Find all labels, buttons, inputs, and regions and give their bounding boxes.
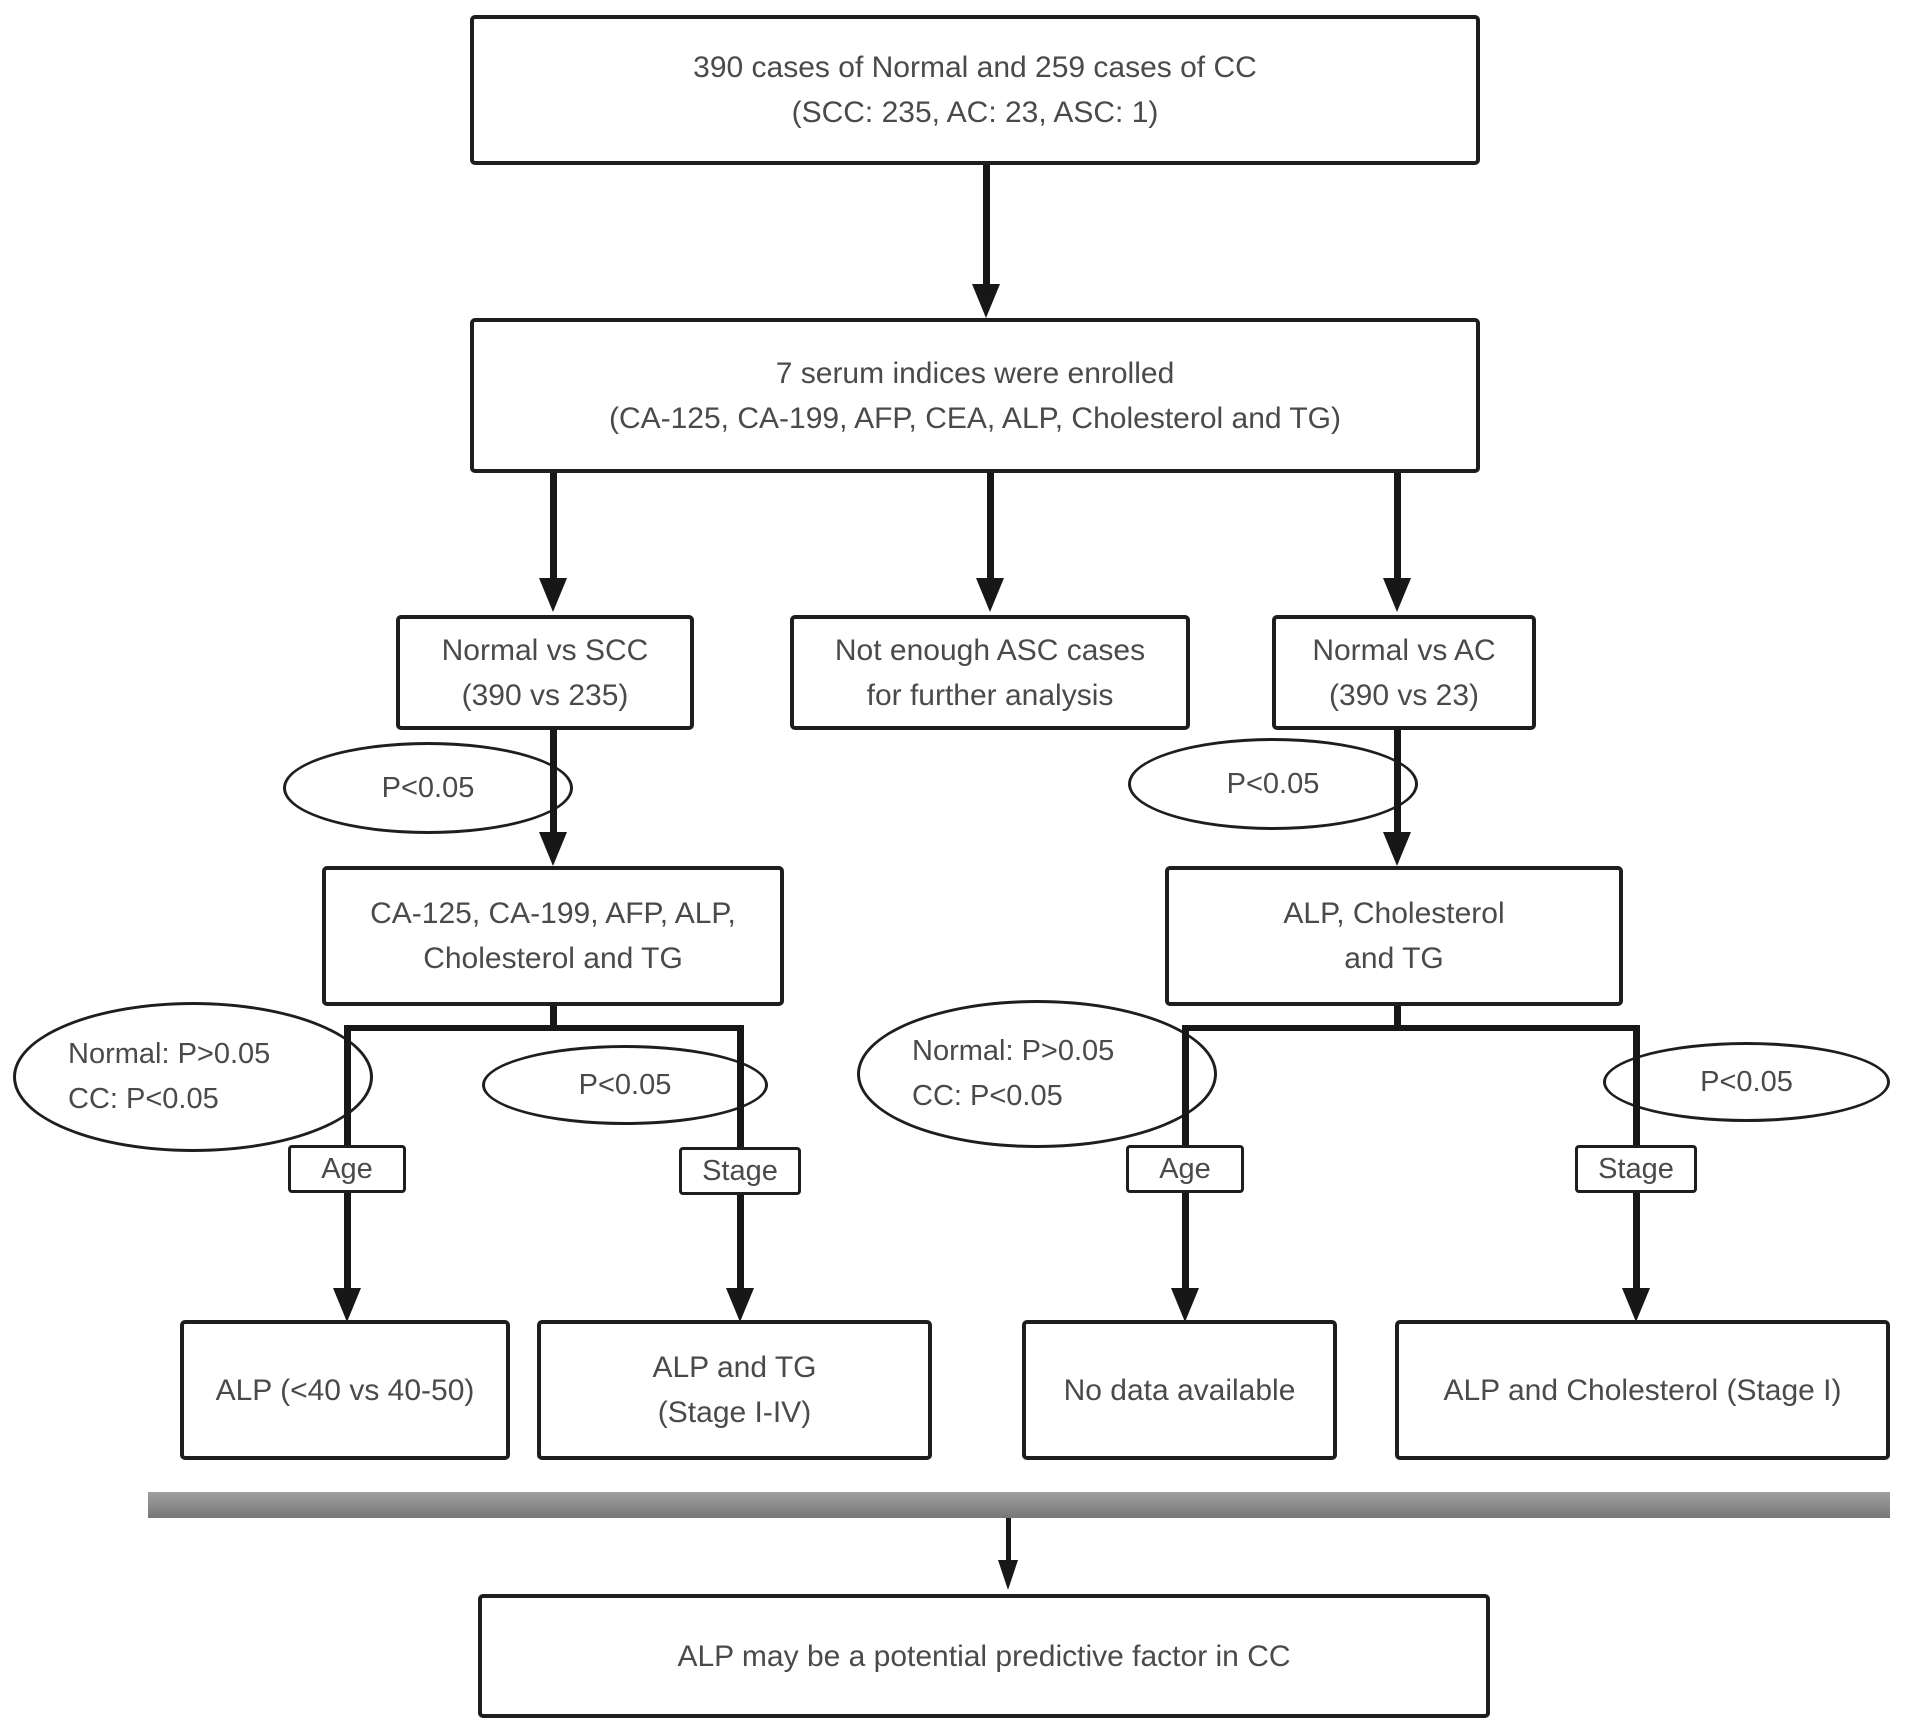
arrow-conclusion-stem — [1006, 1518, 1011, 1562]
arrow-scc-age-result-head — [333, 1288, 361, 1322]
ac-age-result-text: No data available — [1063, 1373, 1296, 1407]
arrow-ac-to-markers-stem — [1394, 730, 1401, 833]
not-enough-asc-box: Not enough ASC cases for further analysi… — [790, 615, 1190, 730]
conclusion-box: ALP may be a potential predictive factor… — [478, 1594, 1490, 1718]
arrow-ac-stage-result-head — [1622, 1288, 1650, 1322]
ac-markers-line1: ALP, Cholesterol — [1283, 897, 1505, 930]
arrow-serum-to-scc-stem — [550, 473, 557, 579]
conclusion-text: ALP may be a potential predictive factor… — [677, 1639, 1291, 1673]
scc-stage-label-box: Stage — [679, 1147, 801, 1195]
ac-age-label: Age — [1159, 1152, 1211, 1185]
normal-vs-scc-box: Normal vs SCC (390 vs 235) — [396, 615, 694, 730]
ac-age-pvalue-ellipse: Normal: P>0.05 CC: P<0.05 — [857, 1000, 1217, 1148]
arrow-scc-to-markers-stem — [550, 730, 557, 833]
arrow-scc-age-result-stem — [344, 1193, 351, 1289]
scc-pvalue-text: P<0.05 — [381, 771, 475, 804]
ac-stage-label-box: Stage — [1575, 1145, 1697, 1193]
arrow-serum-to-ac-stem — [1394, 473, 1401, 579]
scc-stage-pvalue-ellipse: P<0.05 — [482, 1045, 768, 1125]
scc-markers-line2: Cholesterol and TG — [423, 942, 683, 975]
arrow-scc-to-markers-head — [539, 832, 567, 866]
scc-stage-result-box: ALP and TG (Stage I-IV) — [537, 1320, 932, 1460]
ac-age-label-box: Age — [1126, 1145, 1244, 1193]
normal-vs-ac-box: Normal vs AC (390 vs 23) — [1272, 615, 1536, 730]
normal-vs-scc-line1: Normal vs SCC — [441, 633, 649, 667]
serum-indices-line2: (CA-125, CA-199, AFP, CEA, ALP, Choleste… — [608, 401, 1342, 435]
scc-age-label-box: Age — [288, 1145, 406, 1193]
ac-stage-result-text: ALP and Cholesterol (Stage I) — [1443, 1373, 1842, 1407]
scc-age-result-box: ALP (<40 vs 40-50) — [180, 1320, 510, 1460]
scc-age-pvalue-ellipse: Normal: P>0.05 CC: P<0.05 — [13, 1002, 373, 1152]
scc-age-drop-line — [344, 1025, 351, 1145]
not-enough-asc-line1: Not enough ASC cases — [834, 633, 1146, 667]
normal-vs-ac-line1: Normal vs AC — [1312, 633, 1496, 667]
arrow-cases-to-serum-stem — [983, 165, 990, 285]
ac-stage-pvalue-ellipse: P<0.05 — [1603, 1042, 1890, 1122]
scc-pvalue-ellipse: P<0.05 — [283, 742, 573, 834]
section-separator-bar — [148, 1492, 1890, 1518]
scc-stage-drop-line — [737, 1025, 744, 1149]
ac-age-result-box: No data available — [1022, 1320, 1337, 1460]
ac-age-pvalue-line2: CC: P<0.05 — [912, 1080, 1063, 1112]
normal-vs-ac-line2: (390 vs 23) — [1328, 678, 1480, 712]
arrow-ac-stage-result-stem — [1633, 1193, 1640, 1289]
cases-box-line2: (SCC: 235, AC: 23, ASC: 1) — [791, 96, 1159, 129]
scc-age-pvalue-line2: CC: P<0.05 — [68, 1083, 219, 1115]
arrow-serum-to-asc-head — [976, 578, 1004, 612]
scc-age-result-text: ALP (<40 vs 40-50) — [215, 1373, 475, 1407]
ac-split-bar — [1182, 1025, 1639, 1031]
ac-stage-drop-line — [1633, 1025, 1640, 1145]
arrow-scc-stage-result-head — [726, 1288, 754, 1322]
ac-pvalue-text: P<0.05 — [1226, 767, 1320, 800]
scc-split-bar — [344, 1025, 744, 1031]
ac-stage-result-box: ALP and Cholesterol (Stage I) — [1395, 1320, 1890, 1460]
arrow-ac-age-result-stem — [1182, 1193, 1189, 1289]
cases-box-line1: 390 cases of Normal and 259 cases of CC — [693, 51, 1257, 84]
serum-indices-line1: 7 serum indices were enrolled — [775, 356, 1175, 390]
scc-stage-label: Stage — [702, 1154, 778, 1187]
arrow-scc-stage-result-stem — [737, 1195, 744, 1289]
scc-split-stem — [550, 1006, 557, 1031]
ac-pvalue-ellipse: P<0.05 — [1128, 738, 1418, 830]
arrow-conclusion-head — [998, 1560, 1018, 1590]
scc-significant-markers-box: CA-125, CA-199, AFP, ALP, Cholesterol an… — [322, 866, 784, 1006]
scc-age-pvalue-line1: Normal: P>0.05 — [68, 1038, 271, 1071]
not-enough-asc-line2: for further analysis — [866, 678, 1114, 712]
scc-stage-pvalue-text: P<0.05 — [578, 1068, 672, 1101]
ac-significant-markers-box: ALP, Cholesterol and TG — [1165, 866, 1623, 1006]
ac-age-pvalue-line1: Normal: P>0.05 — [912, 1035, 1115, 1068]
arrow-serum-to-ac-head — [1383, 578, 1411, 612]
scc-age-label: Age — [321, 1152, 373, 1185]
serum-indices-box: 7 serum indices were enrolled (CA-125, C… — [470, 318, 1480, 473]
scc-markers-line1: CA-125, CA-199, AFP, ALP, — [370, 897, 736, 930]
normal-vs-scc-line2: (390 vs 235) — [461, 678, 629, 712]
ac-stage-pvalue-text: P<0.05 — [1700, 1065, 1793, 1098]
scc-stage-result-line2: (Stage I-IV) — [657, 1396, 812, 1429]
ac-split-stem — [1394, 1006, 1401, 1031]
ac-stage-label: Stage — [1598, 1152, 1674, 1185]
arrow-cases-to-serum-head — [972, 284, 1000, 318]
scc-stage-result-line1: ALP and TG — [652, 1351, 817, 1384]
arrow-ac-to-markers-head — [1383, 832, 1411, 866]
arrow-serum-to-asc-stem — [987, 473, 994, 579]
cases-box: 390 cases of Normal and 259 cases of CC … — [470, 15, 1480, 165]
ac-age-drop-line — [1182, 1025, 1189, 1145]
ac-markers-line2: and TG — [1344, 942, 1444, 975]
arrow-serum-to-scc-head — [539, 578, 567, 612]
arrow-ac-age-result-head — [1171, 1288, 1199, 1322]
